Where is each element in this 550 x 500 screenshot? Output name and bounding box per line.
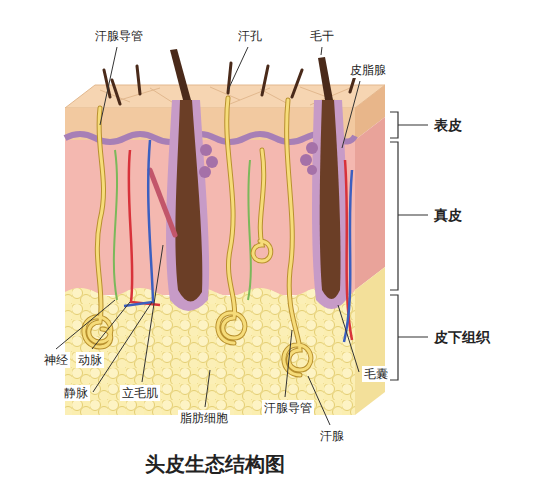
part-label: 静脉 [62,385,90,401]
part-label: 皮脂腺 [348,62,388,78]
leader-line [56,47,360,425]
diagram-title: 头皮生态结构图 [145,452,285,476]
follicle-sheath [312,100,348,309]
part-label: 汗孔 [236,28,264,44]
part-label: 动脉 [76,352,104,368]
part-label: 汗腺导管 [262,400,314,416]
hair-follicle [320,100,341,299]
side-dermis [355,117,385,290]
nerve [248,160,251,300]
layer-bracket [390,112,428,380]
part-label: 汗腺 [318,428,346,444]
side-fat [355,267,385,415]
hair-follicle [175,100,202,302]
basal-layer [65,134,355,142]
artery [129,150,160,305]
layer-label: 皮下组织 [432,329,492,345]
sweat-gland [84,98,311,375]
part-label: 脂肪细胞 [178,410,230,426]
nerve [114,150,117,300]
vein [124,140,153,306]
part-label: 汗腺导管 [93,28,145,44]
part-label: 立毛肌 [120,385,160,401]
layer-label: 表皮 [432,117,464,133]
part-label: 毛干 [308,28,336,44]
dermis-layer [65,140,355,295]
hair-shaft [318,57,333,100]
layer-label: 真皮 [432,207,464,223]
arrector-muscle [150,170,175,235]
follicle-sheath [166,100,209,311]
part-label: 毛囊 [362,366,390,382]
epidermis-layer [65,108,355,142]
hair-shaft [170,49,191,100]
part-label: 神经 [42,352,70,368]
vein [344,170,352,342]
